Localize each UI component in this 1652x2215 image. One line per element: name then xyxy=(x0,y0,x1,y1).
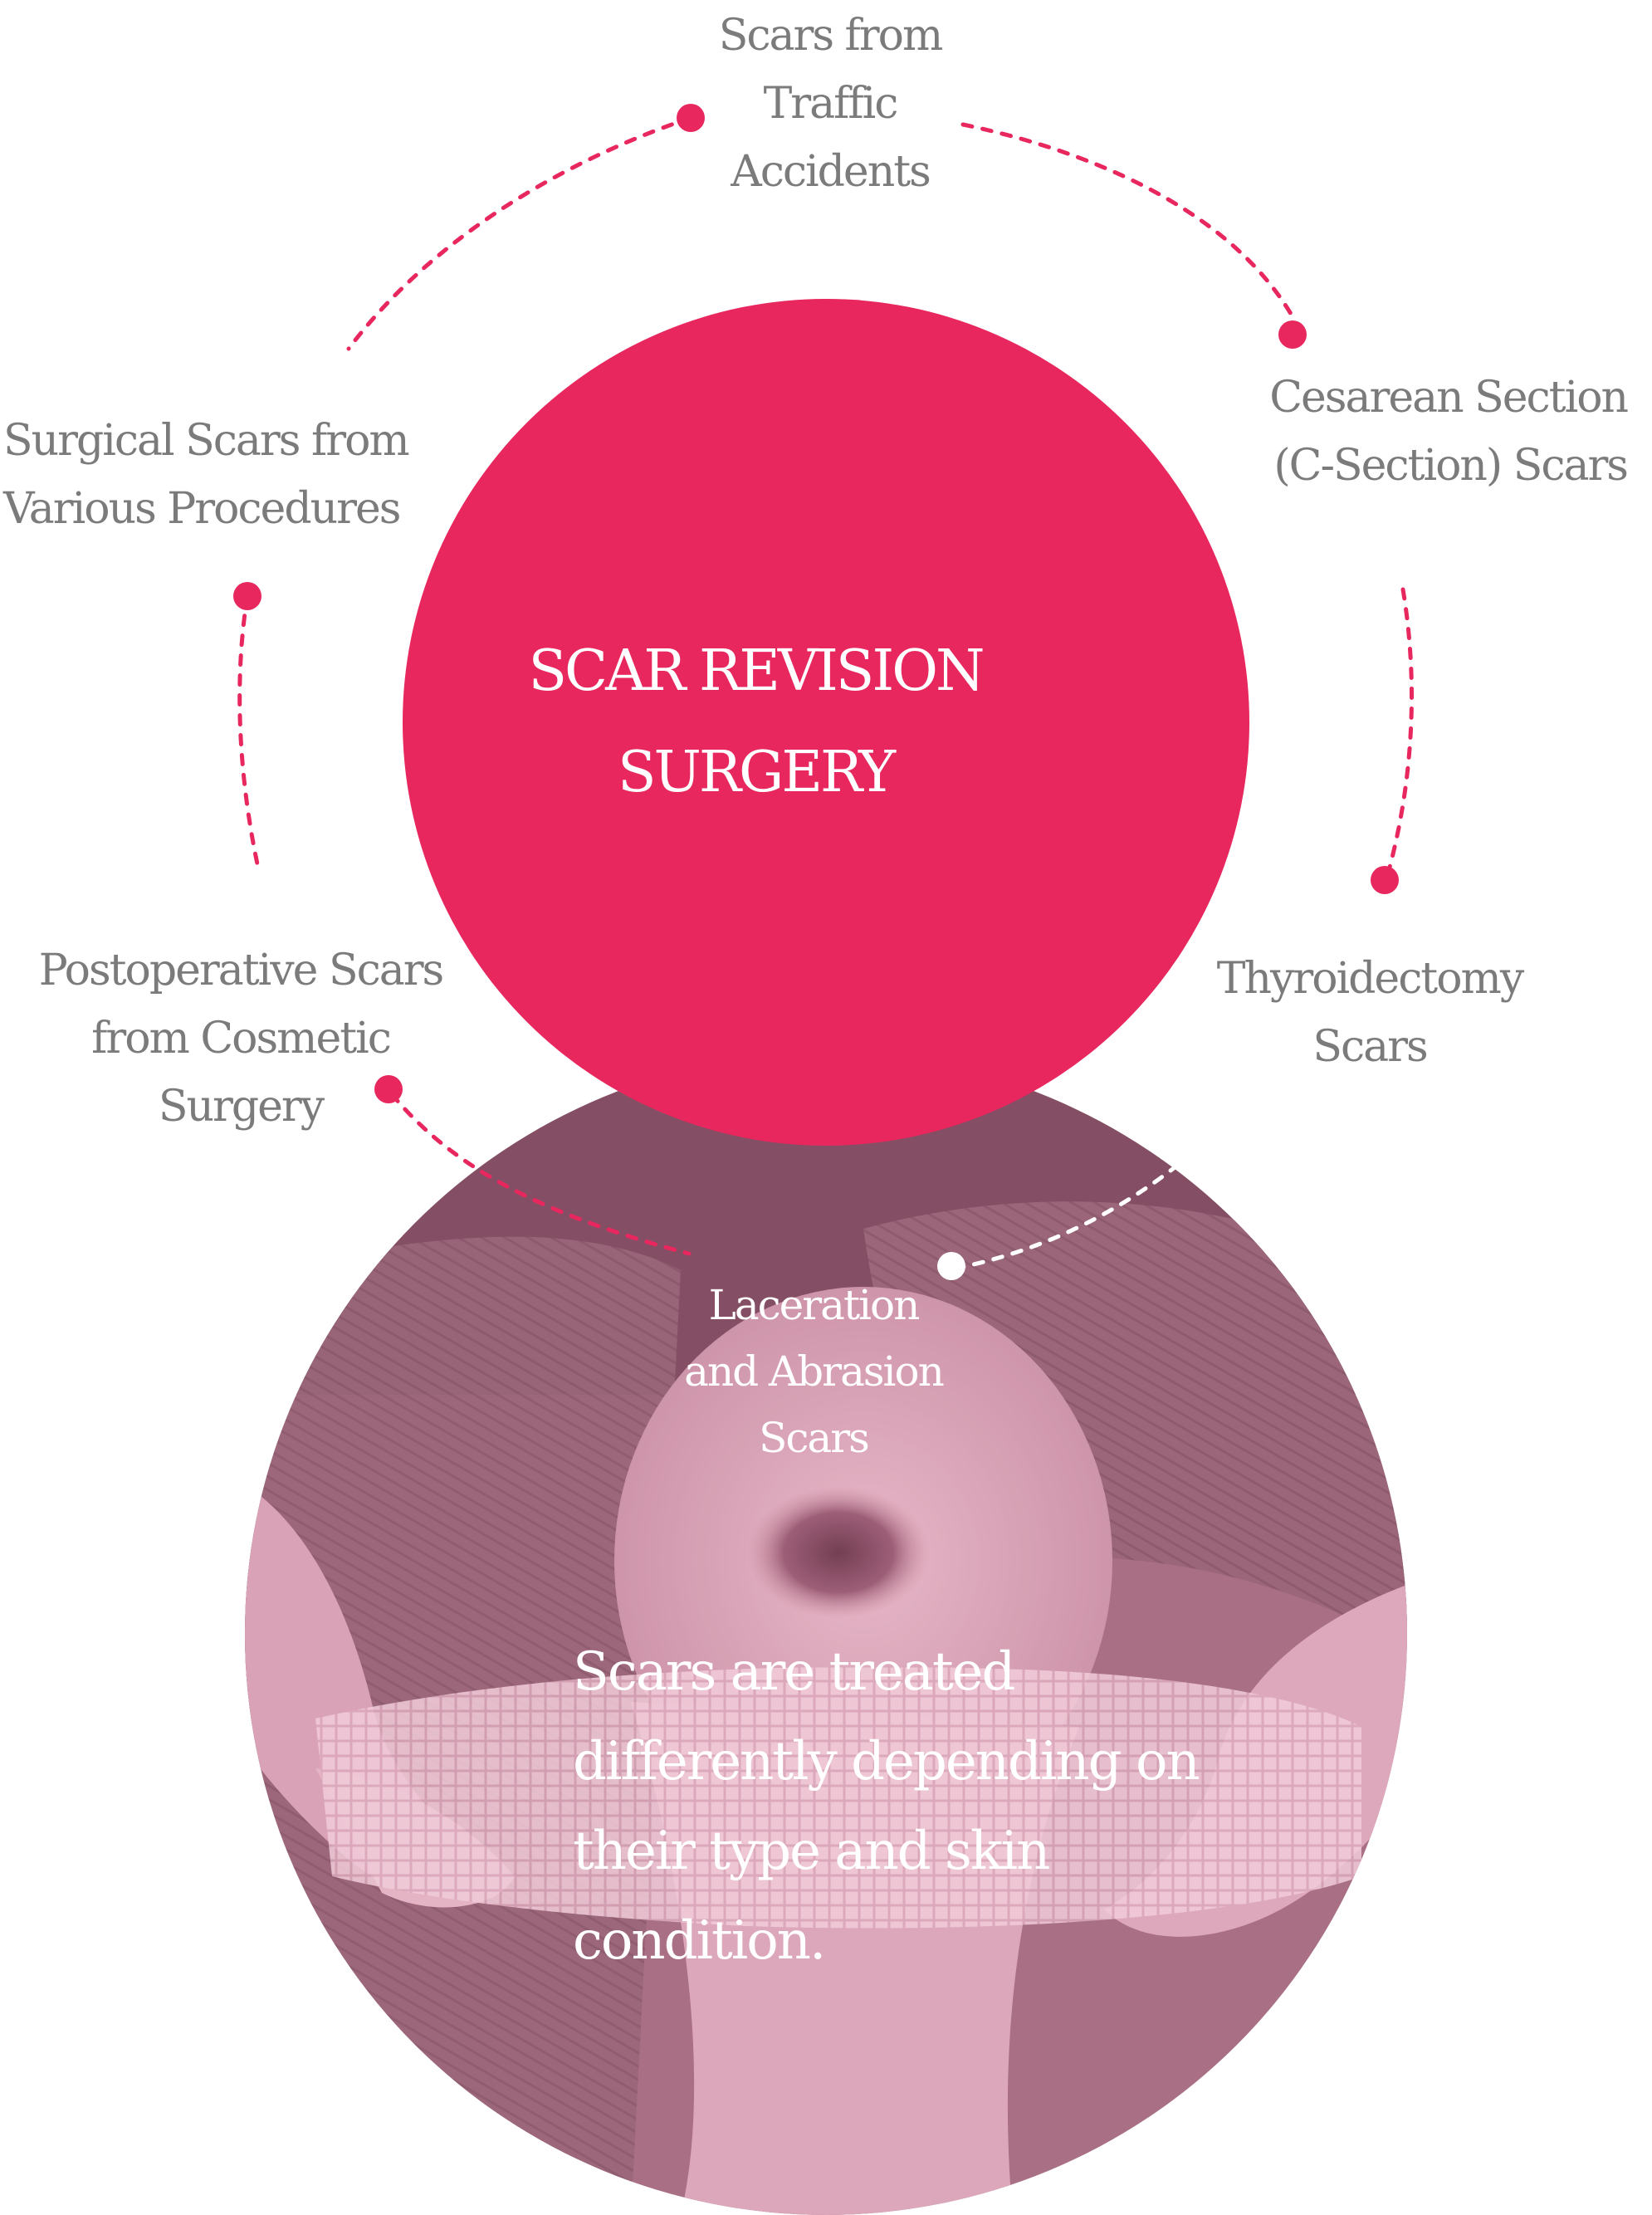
dot-cosmetic xyxy=(374,1075,403,1103)
connector-traffic-left xyxy=(346,115,693,351)
dot-laceration xyxy=(937,1252,965,1280)
photo-caption: Scars are treated differently depending … xyxy=(573,1641,1200,1972)
label-cosmetic-surgery: Postoperative Scars from Cosmetic Surger… xyxy=(38,946,445,1132)
center-title: SCAR REVISION SURGERY xyxy=(528,638,985,805)
label-traffic-accidents: Scars from Traffic Accidents xyxy=(718,11,944,197)
connector-traffic-right xyxy=(960,122,1293,316)
label-laceration-abrasion: Laceration and Abrasion Scars xyxy=(684,1281,945,1462)
label-surgical-procedures: Surgical Scars from Various Procedures xyxy=(3,416,410,534)
connector-surgical xyxy=(237,594,261,874)
dot-thyroid xyxy=(1371,866,1399,894)
dot-surgical xyxy=(233,582,261,610)
label-thyroidectomy: Thyroidectomy Scars xyxy=(1216,954,1524,1072)
connector-thyroid xyxy=(1386,587,1414,876)
connector-cosmetic xyxy=(389,1092,692,1256)
dot-cesarean xyxy=(1278,320,1307,349)
connector-laceration xyxy=(952,1110,1239,1271)
label-cesarean-section: Cesarean Section (C-Section) Scars xyxy=(1269,373,1629,491)
dot-traffic xyxy=(677,104,705,132)
center-circle xyxy=(403,299,1249,1146)
